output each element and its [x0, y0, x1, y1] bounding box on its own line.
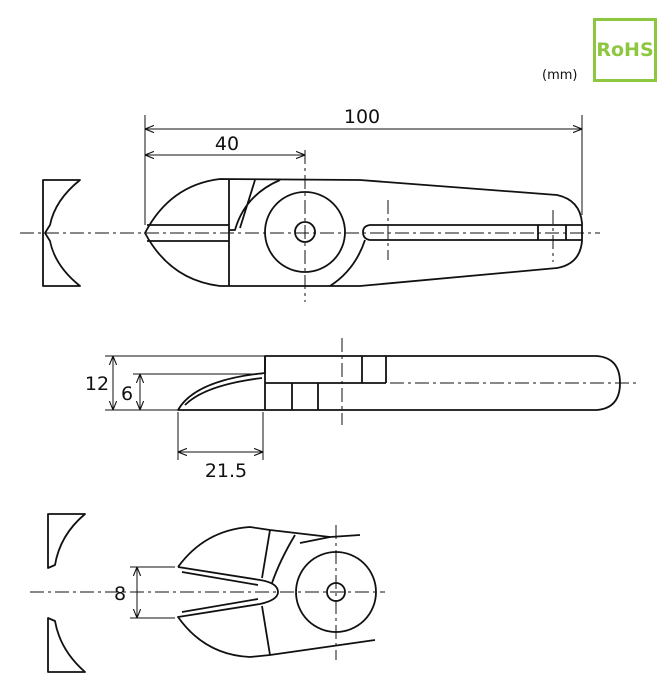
- dim-jaw-height: 6: [121, 383, 133, 405]
- dim-total-height: 12: [85, 373, 109, 395]
- end-profile-top: [42, 179, 81, 287]
- rohs-label: RoHS: [596, 39, 654, 61]
- pivot-disc: [295, 551, 377, 633]
- dim-jaw-length: 21.5: [205, 460, 247, 482]
- rohs-badge: RoHS: [593, 18, 657, 82]
- pivot-screw: [326, 582, 346, 602]
- jaw-bevel: [261, 529, 331, 656]
- jaw-edge: [147, 224, 229, 242]
- jaw-bevel: [229, 179, 281, 231]
- jaw-edge: [184, 377, 263, 406]
- slot-stop: [537, 225, 567, 240]
- joint-lines: [265, 356, 387, 410]
- top-view: 100 40: [20, 106, 600, 302]
- jaw-edge: [181, 571, 259, 613]
- nipper-body-top: [144, 178, 583, 287]
- jaw-outline: [177, 526, 376, 658]
- pivot-disc: [264, 191, 346, 273]
- handle-slot: [362, 224, 582, 241]
- end-profile-lower: [47, 617, 86, 673]
- open-jaw-view: 8: [30, 513, 385, 673]
- dim-head-to-pivot: 40: [215, 133, 239, 155]
- nipper-body-side: [177, 355, 621, 411]
- dim-jaw-opening: 8: [114, 583, 126, 605]
- side-view: 12 6 21.5: [85, 338, 640, 482]
- end-profile-upper: [47, 513, 86, 569]
- unit-label: (mm): [542, 68, 578, 83]
- dim-overall-length: 100: [344, 106, 380, 128]
- pivot-arc: [329, 239, 366, 287]
- pivot-screw: [294, 221, 316, 243]
